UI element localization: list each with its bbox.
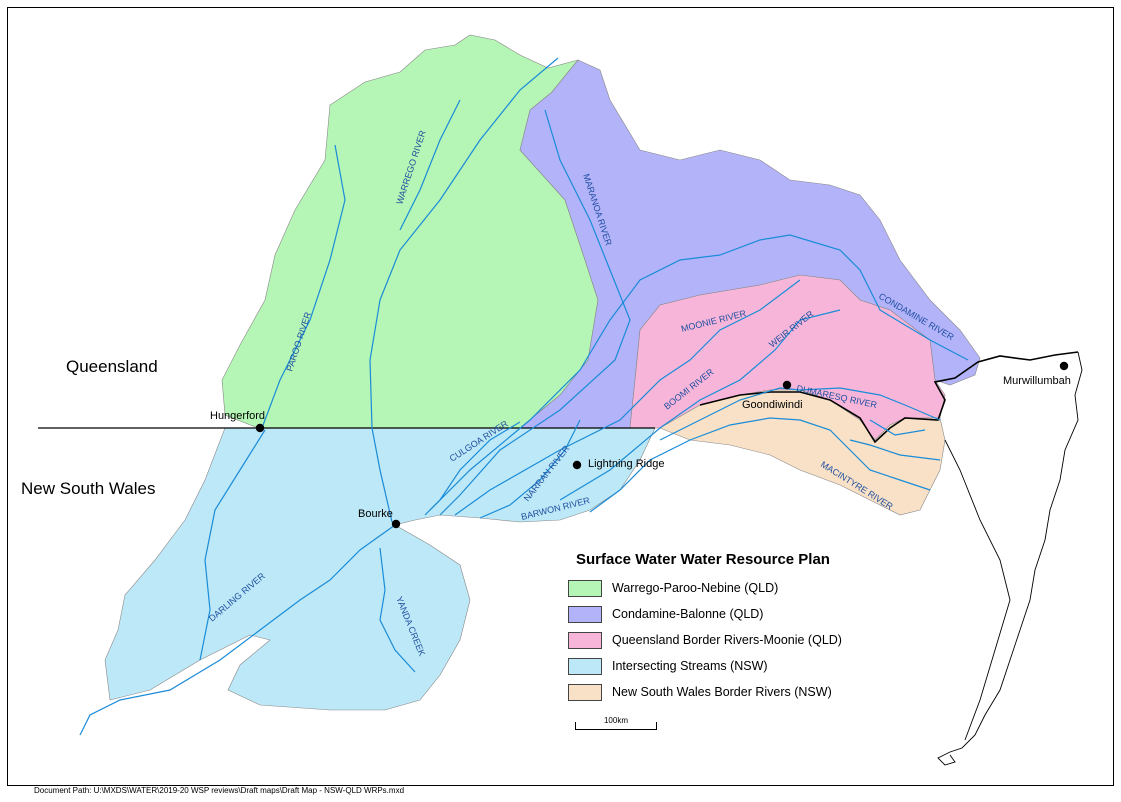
river-line-moonie <box>454 279 801 516</box>
town-label-bourke: Bourke <box>358 508 393 520</box>
town-label-lightning-ridge: Lightning Ridge <box>588 458 665 470</box>
state-label-queensland: Queensland <box>66 357 158 376</box>
legend-item: New South Wales Border Rivers (NSW) <box>568 679 888 705</box>
town-point-lightning-ridge <box>572 460 582 470</box>
state-border-east <box>699 351 1079 444</box>
legend-item: Intersecting Streams (NSW) <box>568 653 888 679</box>
legend-label: Condamine-Balonne (QLD) <box>612 607 764 621</box>
scale-bar-line <box>575 722 657 730</box>
town-point-bourke <box>391 519 401 529</box>
river-line-macintyre-trib2 <box>869 419 926 436</box>
legend-swatch <box>568 605 602 623</box>
legend-swatch <box>568 683 602 701</box>
town-point-murwillumbah <box>1059 361 1069 371</box>
town-point-hungerford <box>255 423 265 433</box>
legend-swatch <box>568 631 602 649</box>
river-line-macintyre-trib1 <box>849 439 941 461</box>
town-label-hungerford: Hungerford <box>210 410 266 422</box>
river-network <box>79 57 969 736</box>
legend-item: Condamine-Balonne (QLD) <box>568 601 888 627</box>
map-frame <box>7 7 1114 786</box>
legend-title: Surface Water Water Resource Plan <box>576 551 830 568</box>
legend-swatch <box>568 579 602 597</box>
state-label-nsw: New South Wales <box>21 479 156 498</box>
river-line-weir <box>559 309 841 501</box>
river-line-culgoa <box>424 421 521 516</box>
river-line-macintyre <box>589 417 931 513</box>
river-line-warrego <box>369 57 559 523</box>
legend-swatch <box>568 657 602 675</box>
document-path: Document Path: U:\MXDS\WATER\2019-20 WSP… <box>34 786 405 795</box>
legend-label: Intersecting Streams (NSW) <box>612 659 768 673</box>
river-line-condamine <box>429 234 969 511</box>
river-line-maranoa <box>439 109 631 516</box>
river-line-dumaresq <box>659 387 941 441</box>
legend-item: Queensland Border Rivers-Moonie (QLD) <box>568 627 888 653</box>
river-line-warrego-trib <box>399 99 461 231</box>
coastline-outline <box>937 351 1083 766</box>
river-line-paroo <box>261 144 346 429</box>
town-point-goondiwindi <box>782 380 792 390</box>
scale-bar-label: 100km <box>603 716 628 725</box>
river-line-yanda <box>379 547 416 673</box>
legend: Surface Water Water Resource Plan Warreg… <box>568 551 888 705</box>
scale-bar: 100km <box>575 716 657 732</box>
river-line-narran <box>479 419 581 519</box>
town-label-goondiwindi: Goondiwindi <box>742 399 803 411</box>
legend-label: New South Wales Border Rivers (NSW) <box>612 685 832 699</box>
river-line-darling-west <box>199 429 266 661</box>
town-label-murwillumbah: Murwillumbah <box>1003 375 1071 387</box>
legend-item: Warrego-Paroo-Nebine (QLD) <box>568 575 888 601</box>
river-line-darling <box>79 524 396 736</box>
legend-label: Queensland Border Rivers-Moonie (QLD) <box>612 633 842 647</box>
region-warrego-paroo-nebine <box>221 34 599 429</box>
legend-label: Warrego-Paroo-Nebine (QLD) <box>612 581 779 595</box>
